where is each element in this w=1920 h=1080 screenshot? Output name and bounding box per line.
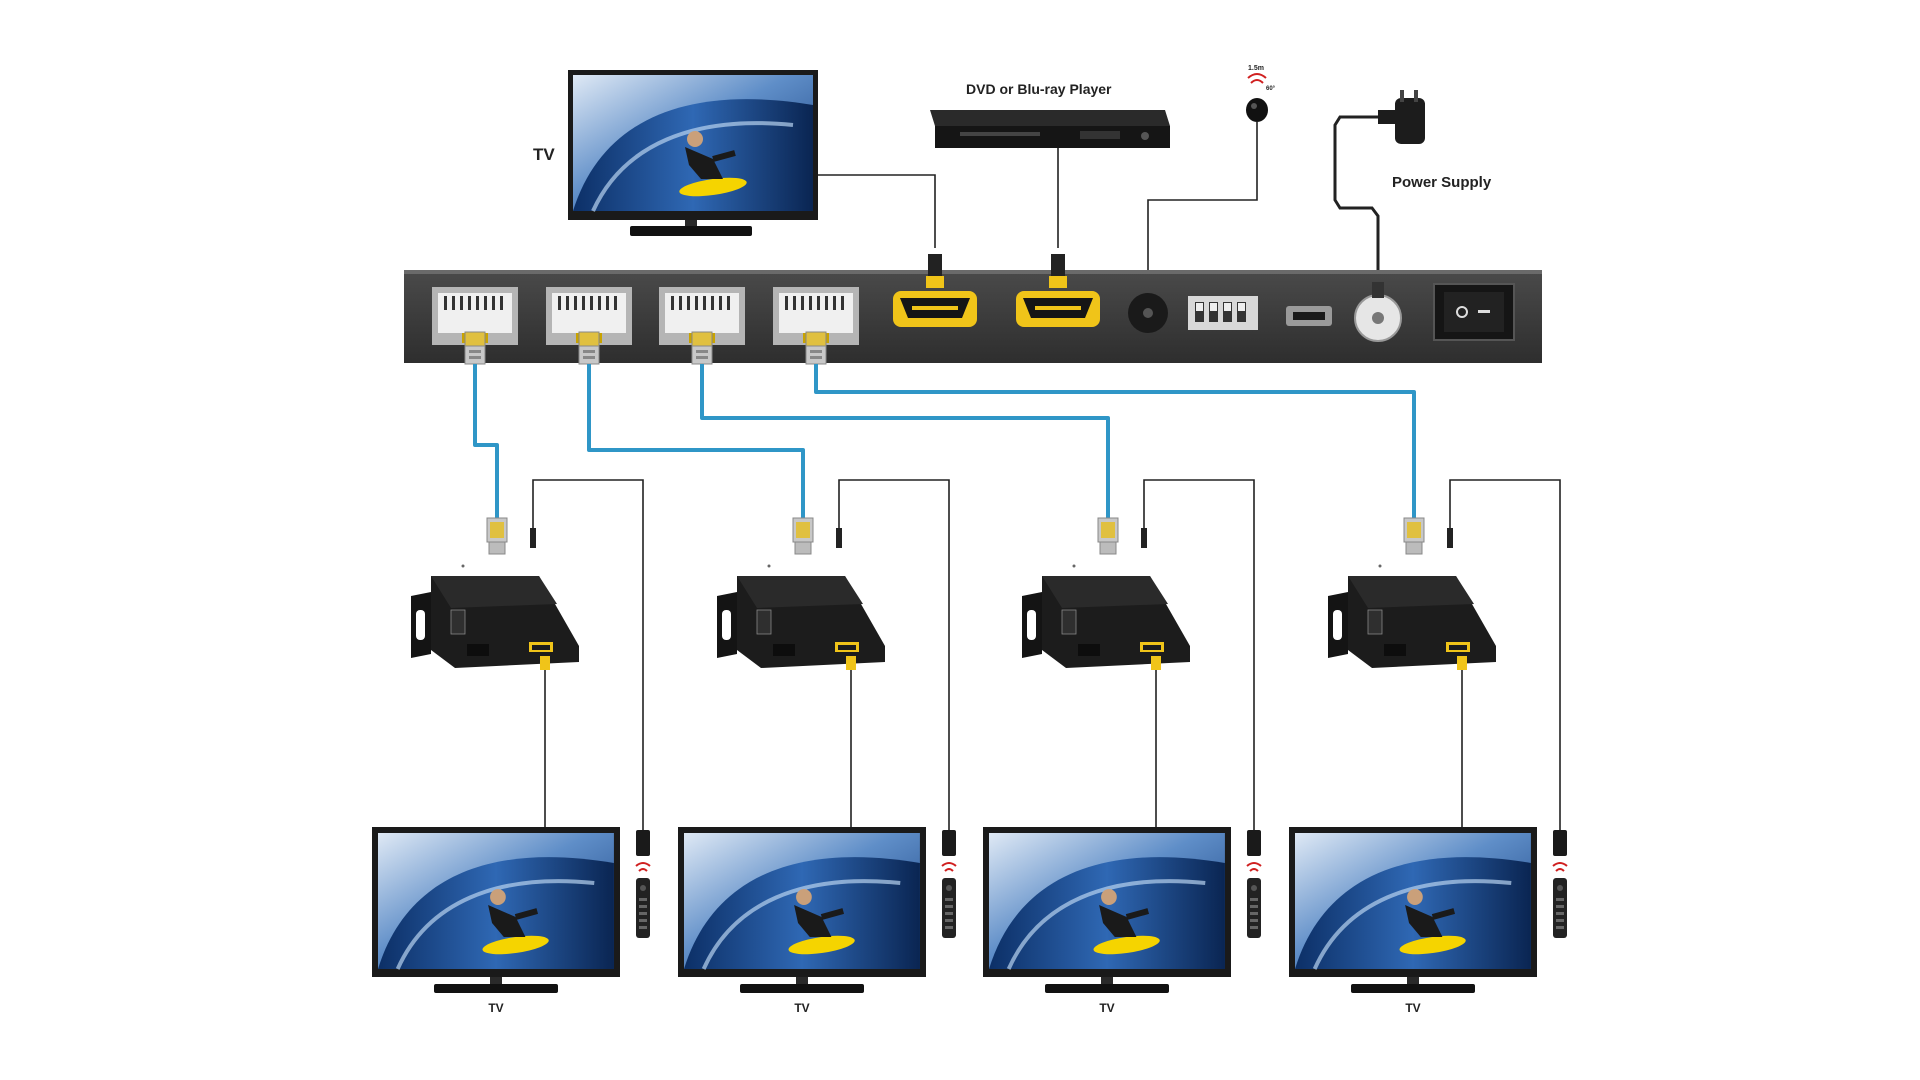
ir-extender-cable-2 <box>838 479 950 830</box>
rj45-plug-icon <box>464 331 486 365</box>
ir-extender-cable-3 <box>1143 479 1255 830</box>
dc-power-port[interactable] <box>1354 282 1402 342</box>
cat-cable-3 <box>700 364 1110 518</box>
tv-screen-surfer-icon <box>378 833 614 969</box>
hdmi-in-plug <box>1049 254 1067 288</box>
power-supply-label: Power Supply <box>1392 174 1492 191</box>
hdmi-in-port[interactable] <box>1016 291 1100 327</box>
tv-screen-surfer-icon <box>684 833 920 969</box>
ir-extender-cable-4 <box>1449 479 1561 830</box>
receiver-unit-1 <box>410 564 580 669</box>
tv-1 <box>372 827 620 993</box>
tv-label-4: TV <box>1405 1001 1420 1015</box>
ir-receiver-eye-icon <box>636 830 650 856</box>
main-tv-hdmi-cable <box>818 174 936 248</box>
rj45-plug-icon <box>805 331 827 365</box>
remote-control-icon <box>636 878 650 938</box>
ir-receiver-eye-icon <box>1247 830 1261 856</box>
rj45-port-1[interactable] <box>432 287 518 365</box>
transmitter-panel <box>404 254 1542 365</box>
ir-range-label: 1.5m <box>1248 65 1264 72</box>
rj45-plug-icon <box>1097 517 1119 555</box>
ir-receiver-eye-icon <box>1553 830 1567 856</box>
cat-cable-4 <box>814 364 1416 518</box>
dip-switch-block[interactable] <box>1188 296 1258 330</box>
hdmi-out-plug <box>926 254 944 288</box>
rj45-plug-icon <box>691 331 713 365</box>
cat-cable-2 <box>587 364 805 518</box>
rj45-plug-icon <box>792 517 814 555</box>
power-cable <box>1333 115 1380 290</box>
ir-cable <box>1147 122 1258 290</box>
tv-screen-surfer-icon <box>1295 833 1531 969</box>
tv-label-1: TV <box>488 1001 503 1015</box>
tv-2 <box>678 827 926 993</box>
dvd-player-label: DVD or Blu-ray Player <box>966 81 1112 97</box>
tv-screen-surfer-icon <box>989 833 1225 969</box>
cat-cable-1 <box>473 364 499 518</box>
rj45-port-4[interactable] <box>773 287 859 365</box>
rj45-plug-icon <box>486 517 508 555</box>
main-tv-label: TV <box>533 145 555 164</box>
dvd-player-icon <box>930 110 1170 148</box>
remote-control-icon <box>1553 878 1567 938</box>
ir-signal-icon <box>1246 862 1262 872</box>
rj45-port-3[interactable] <box>659 287 745 365</box>
rj45-port-2[interactable] <box>546 287 632 365</box>
ir-angle-label: 60° <box>1266 86 1276 92</box>
usb-port[interactable] <box>1286 306 1332 326</box>
receiver-unit-2 <box>716 564 886 669</box>
main-tv <box>568 70 818 236</box>
tv-screen-surfer-icon <box>573 75 813 211</box>
ir-receiver-eye-icon <box>942 830 956 856</box>
receiver-unit-3 <box>1021 564 1191 669</box>
tv-label-3: TV <box>1099 1001 1114 1015</box>
rj45-plug-icon <box>578 331 600 365</box>
ir-extender-cable-1 <box>532 479 644 830</box>
ir-jack-port[interactable] <box>1128 293 1168 333</box>
remote-control-icon <box>1247 878 1261 938</box>
ir-signal-icon <box>1552 862 1568 872</box>
tv-3 <box>983 827 1231 993</box>
receiver-unit-4 <box>1327 564 1497 669</box>
ir-eye-icon <box>1246 73 1268 122</box>
power-switch[interactable] <box>1433 283 1515 341</box>
tv-4 <box>1289 827 1537 993</box>
hdmi-out-port[interactable] <box>893 291 977 327</box>
power-adapter-icon <box>1378 90 1425 144</box>
tv-label-2: TV <box>794 1001 809 1015</box>
ir-signal-icon <box>941 862 957 872</box>
receiver-network: TV TV TV TV <box>372 364 1568 1015</box>
remote-control-icon <box>942 878 956 938</box>
rj45-plug-icon <box>1403 517 1425 555</box>
ir-signal-icon <box>635 862 651 872</box>
